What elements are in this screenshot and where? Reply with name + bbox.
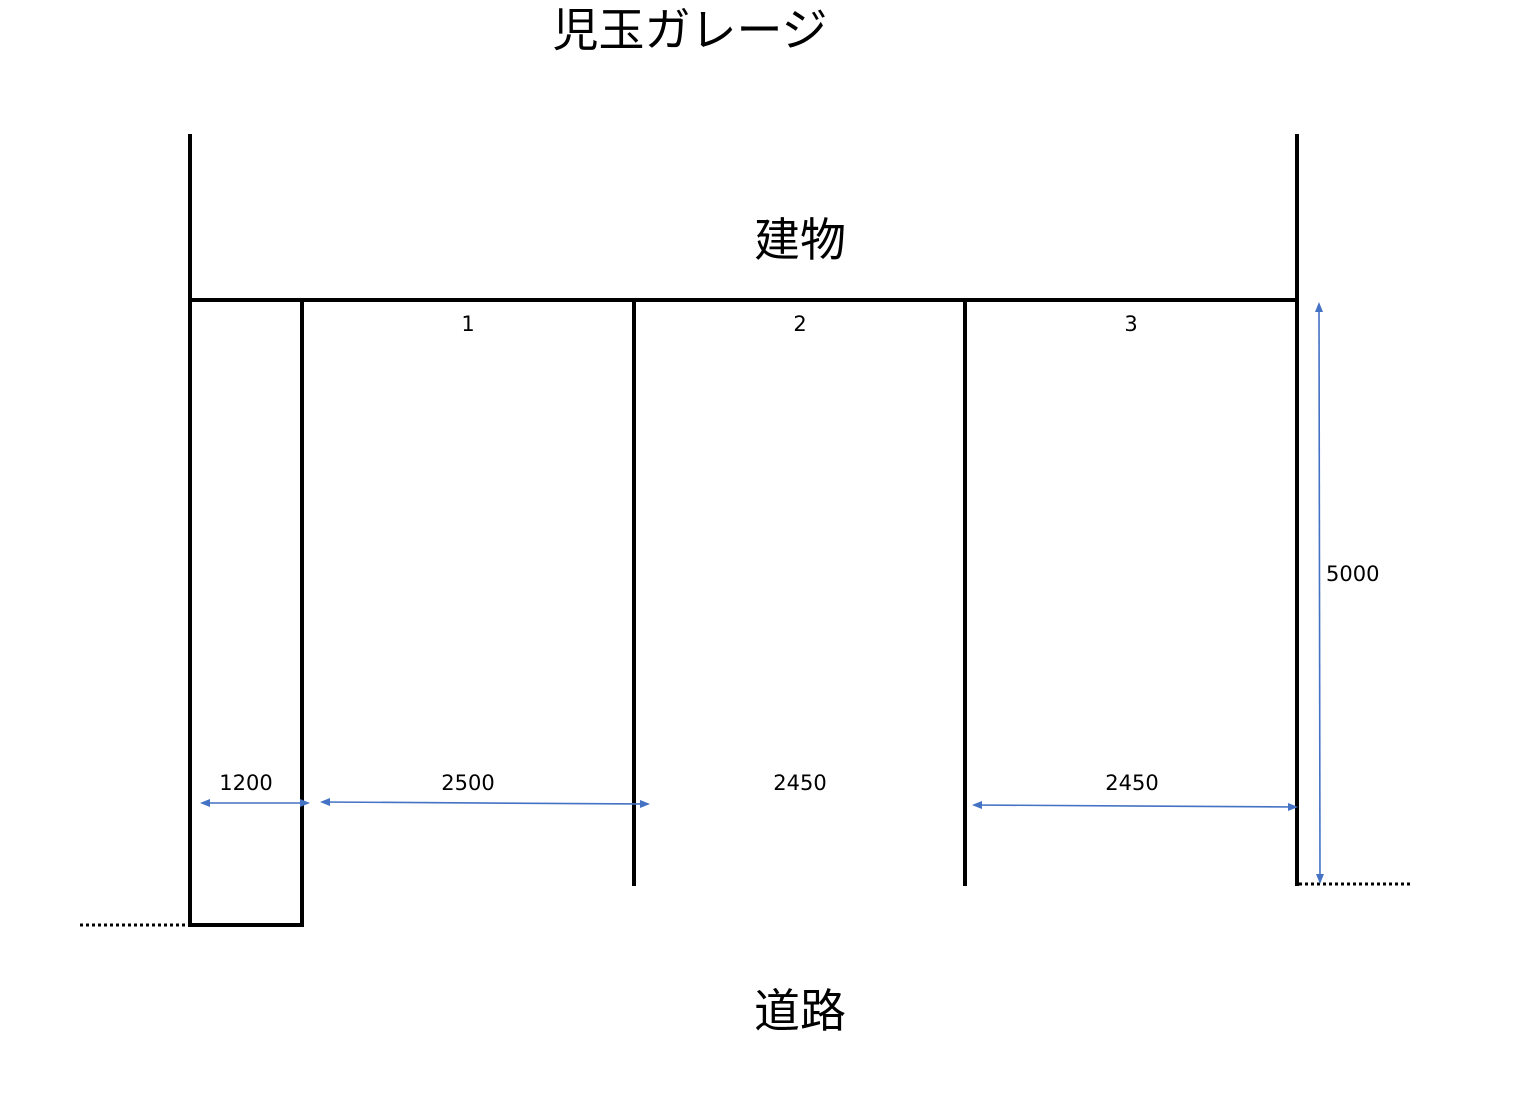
dimension-label-space2: 2450 <box>773 771 826 795</box>
dimension-label-space3: 2450 <box>1105 771 1158 795</box>
dimension-label-depth: 5000 <box>1326 562 1379 586</box>
building-label: 建物 <box>754 213 846 267</box>
space-number-1: 1 <box>461 312 474 336</box>
dimension-arrow-space3 <box>972 801 1298 811</box>
space-number-2: 2 <box>793 312 806 336</box>
diagram-title: 児玉ガレージ <box>552 3 827 57</box>
road-label: 道路 <box>754 984 846 1038</box>
dimension-label-space1: 2500 <box>441 771 494 795</box>
space-number-3: 3 <box>1124 312 1137 336</box>
dimension-arrow-space1 <box>320 798 650 808</box>
dimension-label-walkway: 1200 <box>219 771 272 795</box>
dimension-arrow-depth <box>1315 302 1324 884</box>
